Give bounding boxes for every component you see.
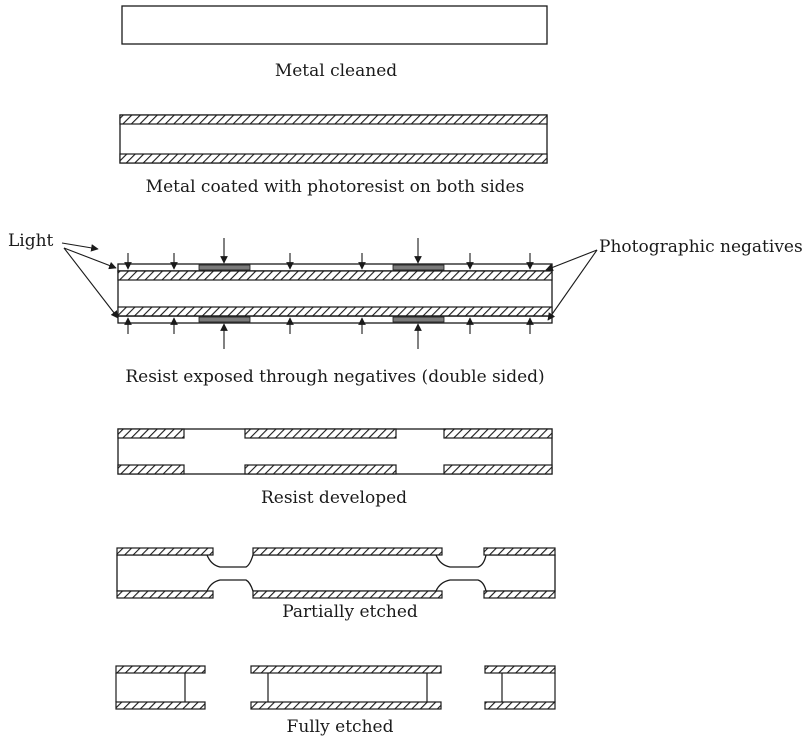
resist-block [484, 701, 556, 710]
negative-mask [198, 264, 251, 271]
light-arrows-bottom [124, 317, 534, 349]
caption-partially-etched: Partially etched [282, 602, 418, 622]
resist-block [116, 590, 214, 599]
caption-resist-developed: Resist developed [261, 488, 407, 508]
resist-block [443, 428, 553, 439]
light-pointers [61, 242, 119, 319]
negatives-pointers [545, 249, 598, 321]
resist-block [244, 464, 397, 475]
metal-sheet [121, 5, 548, 45]
step-partially-etched: Partially etched [116, 547, 556, 622]
resist-layer-bottom [117, 306, 553, 317]
resist-block [252, 590, 443, 599]
step-resist-developed: Resist developed [117, 428, 553, 508]
resist-block [116, 547, 214, 556]
negative-film-bottom [117, 315, 553, 324]
resist-block [115, 665, 206, 674]
resist-block [117, 428, 185, 439]
resist-block [244, 428, 397, 439]
resist-layer-bottom [119, 153, 548, 164]
step-fully-etched: Fully etched [115, 665, 556, 737]
step-exposure: Light Photographic negatives Resist expo… [8, 231, 803, 387]
caption-metal-cleaned: Metal cleaned [275, 61, 397, 81]
light-arrows-top [124, 238, 534, 270]
resist-block [250, 665, 442, 674]
resist-block [252, 547, 443, 556]
label-light: Light [8, 231, 54, 251]
step-metal-cleaned: Metal cleaned [121, 5, 548, 81]
caption-coated: Metal coated with photoresist on both si… [146, 177, 525, 197]
resist-block [484, 665, 556, 674]
negative-film-top [117, 263, 553, 272]
caption-exposure: Resist exposed through negatives (double… [125, 367, 544, 387]
step-coated: Metal coated with photoresist on both si… [119, 114, 548, 197]
resist-layer-top [117, 270, 553, 281]
caption-fully-etched: Fully etched [287, 717, 394, 737]
resist-layer-top [119, 114, 548, 125]
negative-mask [392, 264, 445, 271]
resist-block [250, 701, 442, 710]
resist-block [483, 547, 556, 556]
metal-sheet-etched [116, 554, 556, 592]
label-photographic-negatives: Photographic negatives [599, 237, 803, 257]
resist-block [115, 701, 206, 710]
resist-block [443, 464, 553, 475]
negative-mask [198, 316, 251, 323]
negative-mask [392, 316, 445, 323]
resist-block [483, 590, 556, 599]
resist-block [117, 464, 185, 475]
